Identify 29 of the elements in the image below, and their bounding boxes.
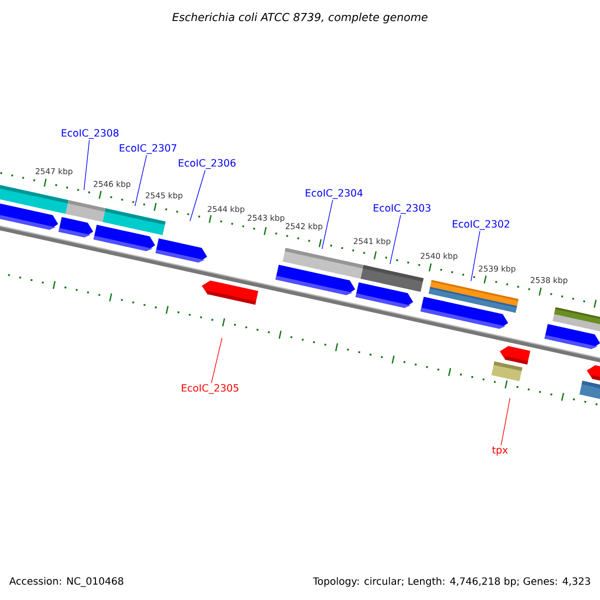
tick-label: 2543 kbp	[248, 214, 284, 222]
tick-label: 2546 kbp	[94, 180, 130, 189]
leader-line	[84, 140, 90, 190]
gene-label: EcoIC_2303	[374, 204, 430, 214]
genome-stats-text: Topology: circular; Length: 4,746,218 bp; Genes: 4,323	[312, 577, 590, 587]
gene-label: EcoIC_2304	[306, 189, 363, 199]
gene-label: EcoIC_2302	[452, 220, 510, 230]
leader-line	[134, 154, 147, 206]
tick-label: 2539 kbp	[478, 265, 516, 274]
tick-label: 2540 kbp	[420, 252, 458, 260]
gene-label: EcoIC_2308	[62, 129, 118, 139]
leader-line	[211, 338, 222, 384]
gene-label: EcoIC_2306	[178, 159, 236, 169]
tick-label: 2547 kbp	[36, 168, 72, 176]
leader-line	[470, 230, 480, 282]
leader-line	[390, 214, 402, 264]
gene-label: EcoIC_2305	[182, 384, 238, 394]
gene-label: tpx	[492, 446, 508, 456]
tick-label: 2545 kbp	[146, 192, 182, 200]
title: Escherichia coli ATCC 8739, complete genome	[172, 12, 428, 24]
tick-label: 2544 kbp	[208, 206, 244, 214]
leader-line	[190, 170, 206, 222]
gene-label: EcoIC_2307	[120, 144, 176, 154]
tick-label: 2542 kbp	[286, 223, 322, 231]
tick-label: 2538 kbp	[530, 276, 568, 285]
accession-text: Accession: NC_010468	[9, 577, 124, 587]
leader-line	[322, 200, 334, 250]
leader-line	[500, 398, 510, 446]
tick-label: 2541 kbp	[354, 238, 390, 246]
